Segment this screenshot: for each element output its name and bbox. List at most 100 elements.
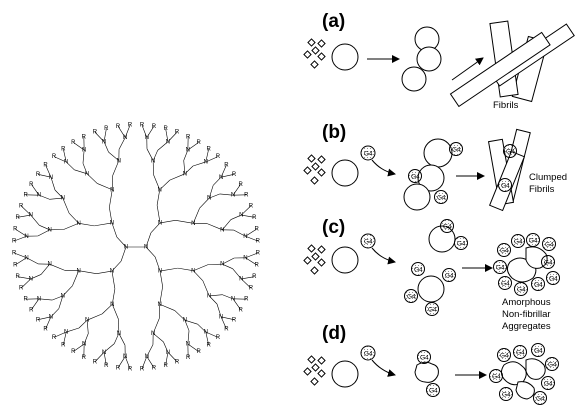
terminal-r-group: R (13, 262, 18, 268)
fibrils-caption: Fibrils (493, 100, 519, 111)
terminal-r-group: R (116, 124, 121, 130)
terminal-r-group: R (216, 335, 221, 341)
misfolded-complex: G4 G4 (415, 351, 440, 397)
terminal-r-group: R (163, 363, 168, 369)
terminal-r-group: R (224, 327, 229, 333)
terminal-r-group: R (12, 239, 17, 245)
svg-text:G4: G4 (534, 282, 543, 289)
branch-nitrogen-atom: N (145, 135, 149, 141)
terminal-r-group: R (238, 182, 243, 188)
panel-c-label: (c) (322, 217, 345, 238)
svg-text:G4: G4 (501, 281, 510, 288)
branch-nitrogen-atom: N (191, 221, 195, 227)
svg-text:G4: G4 (445, 273, 454, 280)
terminal-r-group: R (252, 274, 257, 280)
svg-text:G4: G4 (536, 396, 545, 403)
panel-c: (c) G4 G4 G4 G4 G4 G4 (304, 217, 560, 332)
terminal-r-group: R (36, 317, 41, 323)
terminal-r-group: R (29, 307, 34, 313)
terminal-r-group: R (128, 366, 133, 372)
branch-nitrogen-atom: N (64, 160, 68, 166)
protein-sphere (332, 44, 358, 70)
aggregates-caption-line1: Amorphous (502, 297, 551, 308)
panel-a-label: (a) (322, 11, 345, 32)
terminal-r-group: R (224, 163, 229, 169)
terminal-r-group: R (175, 359, 180, 365)
terminal-r-group: R (186, 134, 191, 140)
branch-nitrogen-atom: N (207, 293, 211, 299)
oligomer-spheres (402, 27, 441, 91)
terminal-r-group: R (116, 365, 121, 371)
terminal-r-group: R (19, 203, 24, 209)
terminal-r-group: R (43, 327, 48, 333)
terminal-r-group: R (256, 239, 261, 245)
svg-text:G4: G4 (429, 388, 438, 395)
svg-text:G4: G4 (534, 348, 543, 355)
svg-text:G4: G4 (506, 149, 515, 156)
svg-text:G4: G4 (407, 294, 416, 301)
terminal-r-group: R (232, 317, 237, 323)
branch-nitrogen-atom: N (151, 158, 155, 164)
branch-nitrogen-atom: N (48, 262, 52, 268)
pamam-dendrimer-structure: NNNNNNRRNRRNNRRNRRNNNRRNRRNNRRNRRNNNNRRN… (12, 123, 261, 373)
core-nitrogen-atom: N (144, 245, 148, 251)
terminal-r-group: R (43, 163, 48, 169)
branch-nitrogen-atom: N (239, 277, 243, 283)
branch-nitrogen-atom: N (207, 196, 211, 202)
terminal-r-group: R (197, 140, 202, 146)
panel-b-label: (b) (322, 122, 346, 143)
terminal-r-group: R (12, 251, 17, 257)
panel-d: (d) G4 G4 G4 (304, 323, 559, 405)
svg-text:G4: G4 (452, 147, 461, 154)
terminal-r-group: R (207, 343, 212, 349)
svg-text:G4: G4 (411, 174, 420, 181)
svg-text:G4: G4 (529, 238, 538, 245)
branch-nitrogen-atom: N (243, 255, 247, 261)
svg-text:G4: G4 (414, 267, 423, 274)
terminal-r-group: R (24, 297, 29, 303)
terminal-r-group: R (71, 349, 76, 355)
terminal-r-group: R (36, 172, 41, 178)
terminal-r-group: R (207, 147, 212, 153)
svg-text:G4: G4 (443, 224, 452, 231)
svg-text:G4: G4 (517, 287, 526, 294)
branch-nitrogen-atom: N (29, 277, 33, 283)
svg-text:G4: G4 (500, 248, 509, 255)
monomer-squares (304, 245, 325, 274)
terminal-r-group: R (24, 192, 29, 198)
branch-nitrogen-atom: N (191, 268, 195, 274)
fibril-rods (450, 21, 574, 106)
monomer-squares (304, 155, 325, 184)
terminal-r-group: R (238, 307, 243, 313)
dendrimer-g4: G4 (361, 234, 375, 248)
terminal-r-group: R (15, 274, 20, 280)
terminal-r-group: R (82, 134, 87, 140)
terminal-r-group: R (52, 335, 57, 341)
branch-nitrogen-atom: N (219, 175, 223, 181)
terminal-r-group: R (19, 286, 24, 292)
svg-text:G4: G4 (501, 183, 510, 190)
protein-sphere (332, 247, 358, 273)
panel-b: (b) G4 G4 G4 G4 (304, 122, 567, 211)
branch-nitrogen-atom: N (204, 160, 208, 166)
protein-sphere (332, 160, 358, 186)
branch-nitrogen-atom: N (231, 193, 235, 199)
svg-text:G4: G4 (457, 241, 466, 248)
panel-d-label: (d) (322, 323, 346, 344)
clumped-fibrils-caption-line2: Fibrils (529, 184, 555, 195)
svg-text:G4: G4 (544, 260, 553, 267)
terminal-r-group: R (249, 286, 254, 292)
terminal-r-group: R (29, 182, 34, 188)
terminal-r-group: R (197, 349, 202, 355)
arrow (372, 360, 395, 375)
arrow (372, 248, 395, 262)
terminal-r-group: R (244, 297, 249, 303)
arrow (372, 160, 395, 174)
svg-text:G4: G4 (549, 276, 558, 283)
terminal-r-group: R (140, 366, 145, 372)
amorphous-aggregate: G4 G4 G4 G4 G4 G4 G4 G4 G4 G4 (494, 234, 560, 296)
terminal-r-group: R (255, 227, 260, 233)
terminal-r-group: R (61, 147, 66, 153)
terminal-r-group: R (104, 363, 109, 369)
monomer-squares (304, 356, 325, 385)
